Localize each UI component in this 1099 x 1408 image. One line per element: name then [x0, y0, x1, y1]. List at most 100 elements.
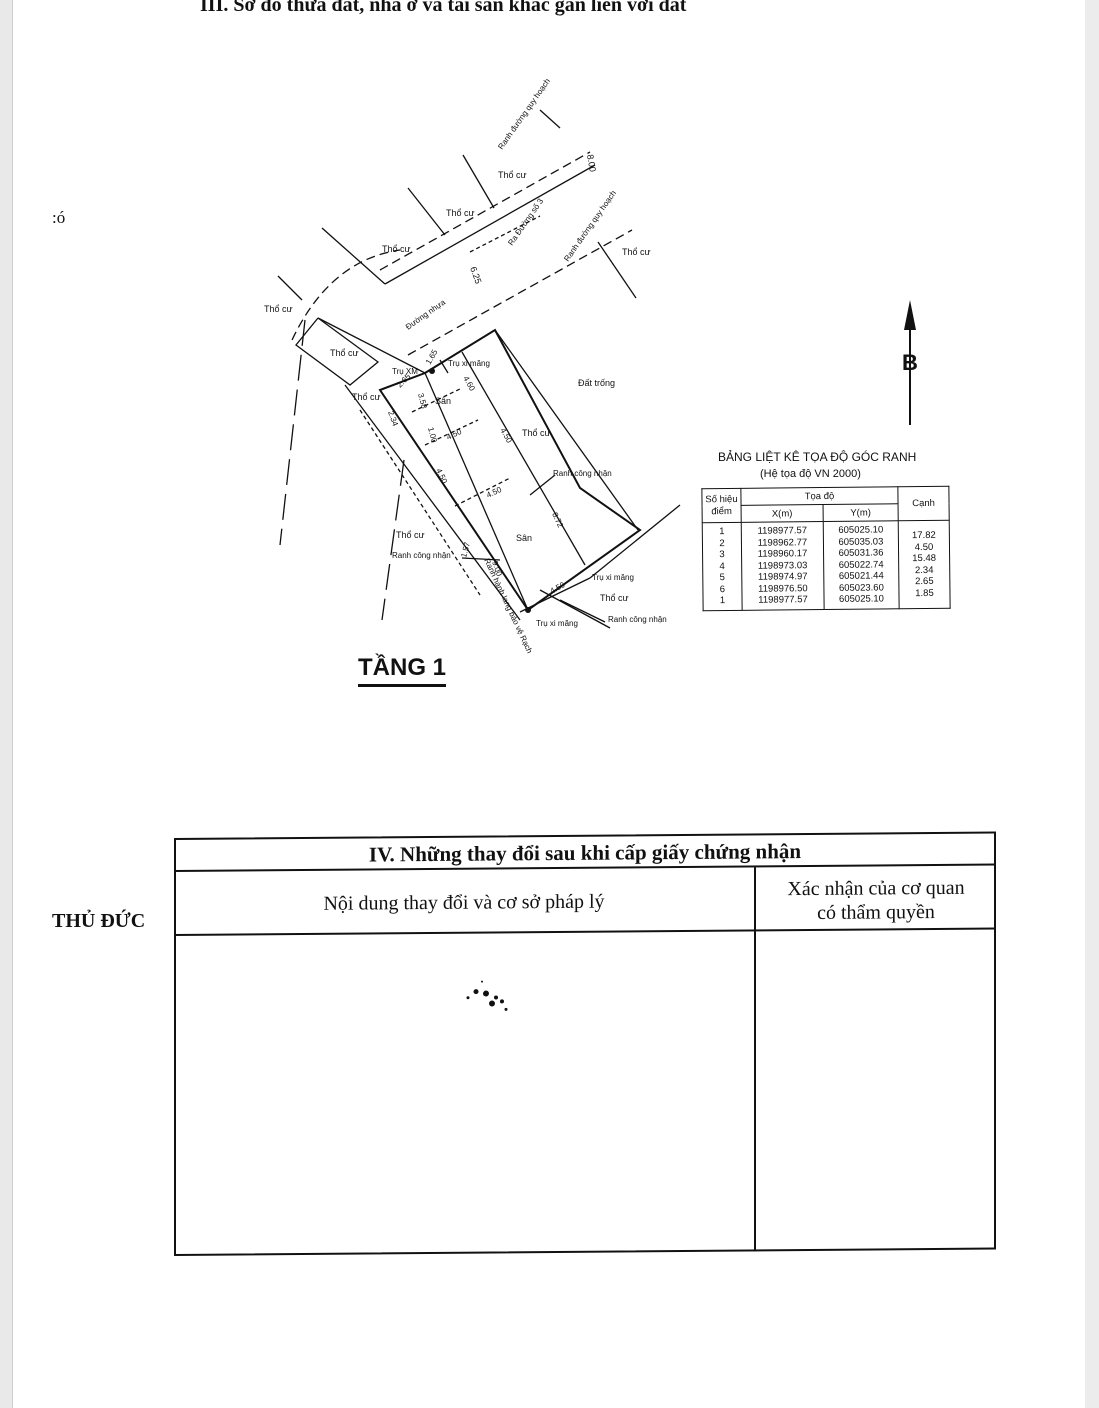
label-san-2: Sân — [516, 533, 532, 543]
label-tho-cu-7: Thổ cư — [352, 392, 381, 402]
coord-y: 605035.03 — [838, 535, 884, 548]
label-dat-trong: Đất trống — [578, 378, 615, 388]
parcel-right-side — [494, 329, 639, 531]
label-ranh-cong-nhan-2: Ranh công nhận — [392, 551, 451, 560]
dim-4-50-c: 4.50 — [434, 467, 449, 485]
margin-mark: :ó — [52, 208, 66, 227]
coord-y: 605025.10 — [838, 593, 885, 605]
dim-1-57: 1.57 — [459, 541, 472, 559]
label-tru-xi-mang-3: Trụ xi măng — [536, 619, 578, 628]
label-san-1: Sân — [435, 396, 451, 406]
coord-y: 605021.44 — [838, 570, 884, 582]
dim-1-00: 1.00 — [426, 426, 439, 444]
ranh-cong-nhan-leader-3 — [559, 599, 606, 623]
coord-point: 4 — [719, 560, 725, 572]
section-title: III. Sơ đồ thửa đất, nhà ở và tài sản kh… — [200, 0, 687, 16]
parcel-bottom — [519, 577, 591, 613]
changes-content-cell — [176, 931, 752, 1254]
lot-line-d — [539, 109, 561, 129]
coord-table-title: BẢNG LIỆT KÊ TỌA ĐỘ GÓC RANH — [718, 450, 917, 464]
parcel-cross-2 — [424, 419, 479, 446]
coord-edge: 2.65 — [915, 575, 934, 588]
lot-line-left-1 — [277, 275, 303, 301]
road-center-dash — [469, 215, 541, 253]
dim-4-50-b: 4.50 — [498, 427, 514, 445]
dim-1-65: 1.65 — [424, 348, 440, 366]
page-right-edge — [1085, 0, 1099, 1408]
changes-col-confirm-header: Xác nhận của cơ quan có thẩm quyền — [756, 876, 996, 926]
coord-col-edges: 17.82 4.50 15.48 2.34 2.65 1.85 — [898, 520, 951, 609]
planned-road-line-top — [379, 151, 591, 271]
dashed-boundary-left — [279, 319, 306, 546]
lot-line-a — [321, 227, 386, 285]
label-ranh-qh-mid: Ranh đường quy hoạch — [562, 189, 618, 263]
label-tho-cu-10: Thổ cư — [600, 593, 629, 603]
label-tho-cu-6: Thổ cư — [330, 348, 359, 358]
changes-confirm-cell — [758, 930, 994, 1250]
coord-x: 1198976.50 — [758, 582, 808, 595]
lot-line-e — [597, 241, 637, 299]
tru-xi-mang-leader — [439, 359, 449, 374]
dim-4-50-d: 4.50 — [485, 485, 503, 500]
label-tho-cu-8: Thổ cư — [522, 428, 551, 438]
coord-y: 605025.10 — [838, 524, 884, 536]
coord-point: 5 — [719, 572, 725, 584]
coord-x: 1198973.03 — [757, 559, 808, 572]
coord-col-y: 605025.10 605035.03 605031.36 605022.74 … — [823, 520, 900, 610]
label-tho-cu-9: Thổ cư — [396, 530, 425, 540]
coord-point: 1 — [719, 595, 726, 607]
coord-y: 605031.36 — [838, 547, 884, 559]
parcel-cross-1 — [411, 387, 463, 413]
coord-x: 1198960.17 — [757, 548, 808, 560]
coord-x: 1198977.57 — [757, 525, 808, 537]
dim-3-58: 3.58 — [416, 392, 429, 410]
dim-8-00: 8.00 — [585, 154, 598, 173]
label-tru-xm: Trụ XM — [392, 367, 418, 376]
changes-col-confirm-line1: Xác nhận của cơ quan — [787, 876, 965, 901]
parcel-cross-3 — [454, 477, 511, 507]
point-marker-1 — [429, 368, 435, 374]
coord-col-x: 1198977.57 1198962.77 1198960.17 1198973… — [741, 521, 825, 610]
ranh-cong-nhan-leader-1 — [529, 474, 556, 496]
label-tho-cu-4: Thổ cư — [622, 247, 651, 257]
road-edge-upper — [384, 164, 596, 285]
lower-right-boundary-2 — [539, 589, 611, 629]
coord-header-coord: Tọa độ — [740, 486, 899, 506]
coord-header-x: X(m) — [741, 504, 824, 523]
parcel-inner-right — [461, 351, 586, 566]
parcel-inner-left — [424, 372, 529, 611]
changes-col-confirm-line2: có thẩm quyền — [817, 901, 935, 924]
coord-header-edge: Cạnh — [897, 486, 950, 521]
label-tru-xi-mang-2: Trụ xi măng — [592, 573, 634, 582]
coord-x: 1198962.77 — [757, 536, 808, 549]
coord-x: 1198974.97 — [757, 571, 808, 583]
label-tho-cu-1: Thổ cư — [498, 170, 527, 180]
north-arrow-head — [904, 300, 916, 330]
coord-edge: 17.82 — [911, 529, 936, 542]
coord-header-point: Số hiệu điểm — [701, 488, 742, 523]
coord-header-y: Y(m) — [822, 503, 899, 522]
coord-edge: 15.48 — [912, 552, 937, 565]
dim-2-34: 2.34 — [386, 410, 400, 428]
dashed-boundary-bottom — [381, 459, 405, 621]
coord-edge: 1.85 — [915, 587, 934, 599]
point-marker-2 — [525, 607, 531, 613]
floor-label: TẦNG 1 — [358, 654, 447, 687]
label-tho-cu-3: Thổ cư — [382, 244, 411, 254]
coord-col-points: 1 2 3 4 5 6 1 — [702, 522, 743, 611]
lot-line-left-2 — [317, 317, 426, 374]
changes-table: IV. Những thay đổi sau khi cấp giấy chứn… — [174, 831, 996, 1262]
label-tho-cu-5: Thổ cư — [264, 304, 293, 314]
lot-line-b — [407, 187, 446, 236]
coord-x: 1198977.57 — [758, 594, 808, 606]
left-corridor-line — [344, 384, 521, 621]
coord-point: 1 — [719, 526, 725, 538]
dim-4-60: 4.60 — [461, 375, 477, 393]
ink-smudge — [466, 980, 508, 1011]
lower-right-boundary — [589, 504, 681, 579]
changes-col-content-header: Nội dung thay đổi và cơ sở pháp lý — [323, 890, 605, 915]
coord-table-subtitle: (Hệ tọa độ VN 2000) — [760, 468, 861, 480]
left-corridor-line-2 — [359, 409, 481, 596]
label-tru-xi-mang-1: Trụ xi măng — [448, 359, 490, 368]
coord-edge: 2.34 — [914, 564, 934, 576]
